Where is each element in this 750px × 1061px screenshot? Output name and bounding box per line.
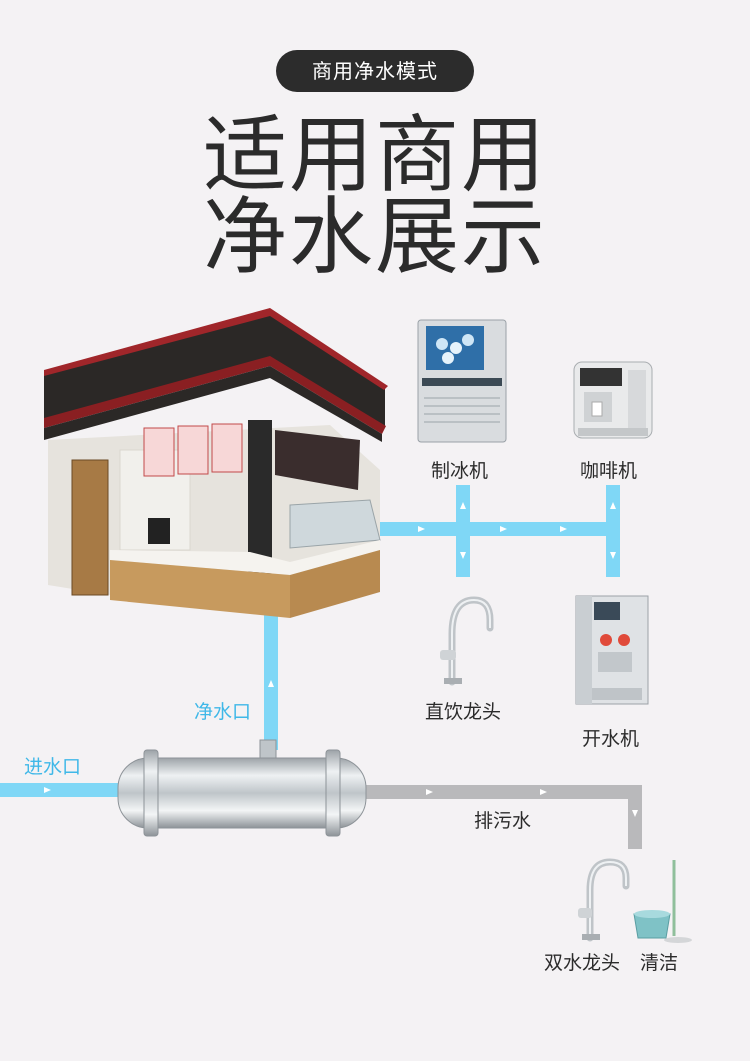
arrow-down-icon xyxy=(632,810,638,817)
label-coffee-machine: 咖啡机 xyxy=(580,460,638,482)
arrow-right-icon xyxy=(418,526,425,532)
label-direct-faucet: 直饮龙头 xyxy=(425,701,502,723)
purifier-icon xyxy=(117,739,367,837)
label-drain: 排污水 xyxy=(474,810,532,832)
coffee-machine-icon xyxy=(573,361,653,439)
arrow-up-icon xyxy=(268,680,274,687)
label-inlet: 进水口 xyxy=(24,756,82,778)
water-boiler-icon xyxy=(575,595,649,705)
arrow-right-icon xyxy=(500,526,507,532)
mop-bucket-icon xyxy=(633,860,692,943)
title-line-1: 适用商用 xyxy=(202,106,547,204)
drain-pipe-down xyxy=(628,785,642,849)
arrow-down-icon xyxy=(610,552,616,559)
shop-icon xyxy=(44,308,388,618)
arrow-right-icon xyxy=(44,787,51,793)
label-dual-faucet: 双水龙头 xyxy=(544,952,621,974)
label-boiler: 开水机 xyxy=(582,728,640,750)
label-clean-outlet: 净水口 xyxy=(194,701,252,723)
faucet-icon xyxy=(440,596,494,686)
dual-faucet-icon xyxy=(578,858,630,942)
inlet-pipe xyxy=(0,783,118,797)
clean-pipe-ice-branch xyxy=(456,485,470,577)
label-ice-maker: 制冰机 xyxy=(431,460,489,482)
drain-pipe-horizontal xyxy=(360,785,642,799)
arrow-right-icon xyxy=(426,789,433,795)
clean-pipe-coffee-branch xyxy=(606,485,620,577)
label-cleaning: 清洁 xyxy=(640,952,679,974)
arrow-up-icon xyxy=(610,502,616,509)
arrow-down-icon xyxy=(460,552,466,559)
title-line-2: 净水展示 xyxy=(202,188,547,286)
arrow-right-icon xyxy=(560,526,567,532)
arrow-up-icon xyxy=(460,502,466,509)
ice-maker-icon xyxy=(417,319,507,443)
mode-badge: 商用净水模式 xyxy=(276,50,474,92)
arrow-right-icon xyxy=(540,789,547,795)
